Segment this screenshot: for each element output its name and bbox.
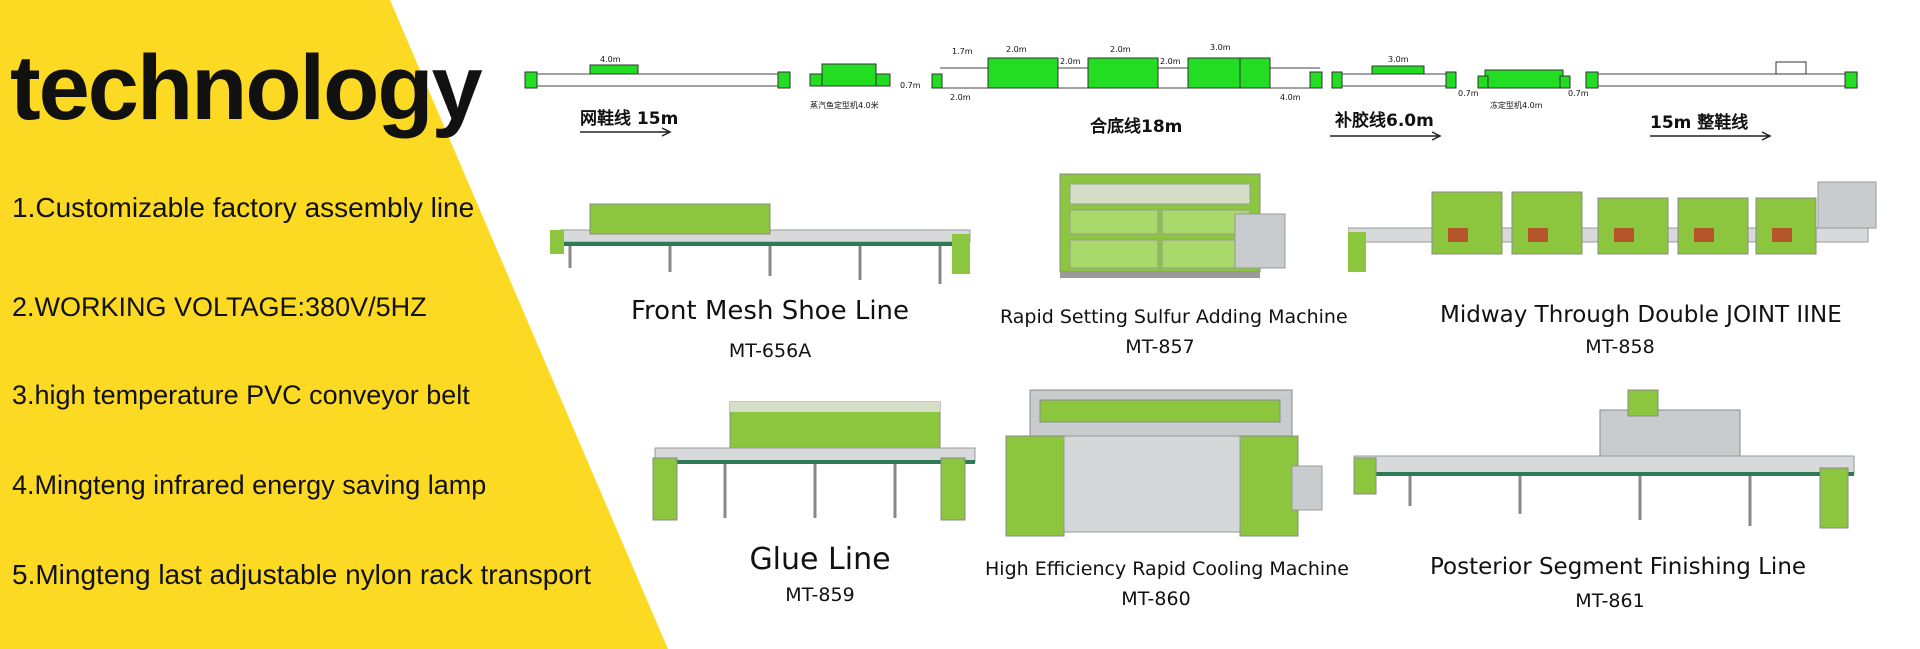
- finish-line-label: 15m 整鞋线: [1650, 112, 1748, 133]
- machine-card-double-joint: [1348, 172, 1878, 282]
- machine-model: MT-861: [1575, 590, 1645, 612]
- mesh-line-label: 网鞋线 15m: [580, 108, 678, 129]
- machine-model: MT-859: [785, 584, 855, 606]
- steam-setting-label: 蒸汽鱼定型机4.0米: [810, 100, 879, 110]
- dimension-label: 2.0m: [950, 93, 971, 102]
- dimension-label: 2.0m: [1160, 57, 1181, 66]
- machine-card-glue-line: [645, 398, 985, 528]
- front-mesh-line-illustration: [550, 203, 971, 284]
- sole-line-label: 合底线18m: [1090, 116, 1182, 137]
- production-line-layout-diagram: 4.0m 0.7m 1.7m 2.0m 2.0m 2.0m 2.0m 3.0m …: [524, 43, 1858, 141]
- machine-model: MT-858: [1585, 336, 1655, 358]
- dimension-label: 1.7m: [952, 47, 973, 56]
- double-joint-line-illustration: [1348, 181, 1877, 272]
- freeze-setting-label: 冻定型机4.0m: [1490, 100, 1543, 110]
- machine-name: Posterior Segment Finishing Line: [1430, 554, 1807, 580]
- machine-name: Glue Line: [749, 542, 891, 577]
- machine-name: Midway Through Double JOINT IINE: [1440, 302, 1842, 328]
- dimension-label: 2.0m: [1060, 57, 1081, 66]
- dimension-label: 2.0m: [1110, 45, 1131, 54]
- machine-name: Rapid Setting Sulfur Adding Machine: [1000, 306, 1348, 328]
- feature-item: 1.Customizable factory assembly line: [12, 192, 475, 223]
- cooling-machine-illustration: [1005, 389, 1323, 537]
- machine-card-cooling: [1000, 386, 1330, 546]
- dimension-label: 4.0m: [600, 55, 621, 64]
- sulfur-machine-illustration: [1059, 173, 1286, 278]
- machine-card-finishing: [1350, 386, 1860, 540]
- page-title: technology: [10, 37, 483, 139]
- machine-name: High Efficiency Rapid Cooling Machine: [985, 558, 1349, 580]
- feature-item: 5.Mingteng last adjustable nylon rack tr…: [12, 559, 591, 590]
- dimension-label: 0.7m: [900, 81, 921, 90]
- dimension-label: 4.0m: [1280, 93, 1301, 102]
- dimension-label: 0.7m: [1568, 89, 1589, 98]
- dimension-label: 2.0m: [1006, 45, 1027, 54]
- machine-card-front-mesh: [540, 190, 980, 290]
- machine-model: MT-656A: [728, 340, 812, 362]
- machine-model: MT-860: [1121, 588, 1191, 610]
- glue-line-label: 补胶线6.0m: [1334, 110, 1434, 131]
- dimension-label: 3.0m: [1388, 55, 1409, 64]
- feature-item: 4.Mingteng infrared energy saving lamp: [12, 470, 487, 500]
- feature-item: 3.high temperature PVC conveyor belt: [12, 380, 470, 410]
- machine-name: Front Mesh Shoe Line: [630, 296, 910, 326]
- glue-line-illustration: [652, 401, 976, 521]
- machine-model: MT-857: [1125, 336, 1195, 358]
- machine-card-sulfur: [1030, 170, 1290, 288]
- dimension-label: 0.7m: [1458, 89, 1479, 98]
- feature-item: 2.WORKING VOLTAGE:380V/5HZ: [12, 292, 427, 322]
- dimension-label: 3.0m: [1210, 43, 1231, 52]
- finishing-line-illustration: [1353, 389, 1855, 529]
